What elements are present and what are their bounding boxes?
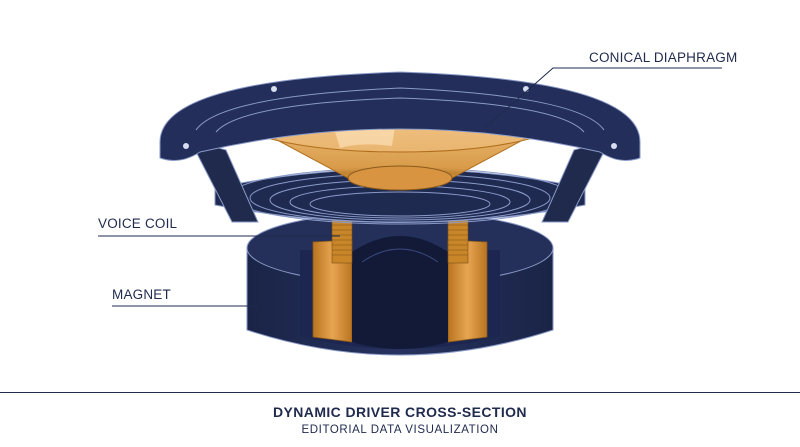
footer-title: DYNAMIC DRIVER CROSS-SECTION [273, 404, 527, 420]
callout-line-diaphragm [484, 67, 722, 129]
label-magnet: MAGNET [112, 287, 171, 302]
outer-rim [159, 71, 641, 161]
magnet-assembly [246, 211, 554, 356]
label-voice-coil: VOICE COIL [98, 216, 178, 231]
footer-subtitle: EDITORIAL DATA VISUALIZATION [301, 424, 499, 436]
footer-divider [0, 392, 800, 393]
label-conical-diaphragm: CONICAL DIAPHRAGM [589, 50, 738, 65]
callout-lines [98, 67, 722, 307]
